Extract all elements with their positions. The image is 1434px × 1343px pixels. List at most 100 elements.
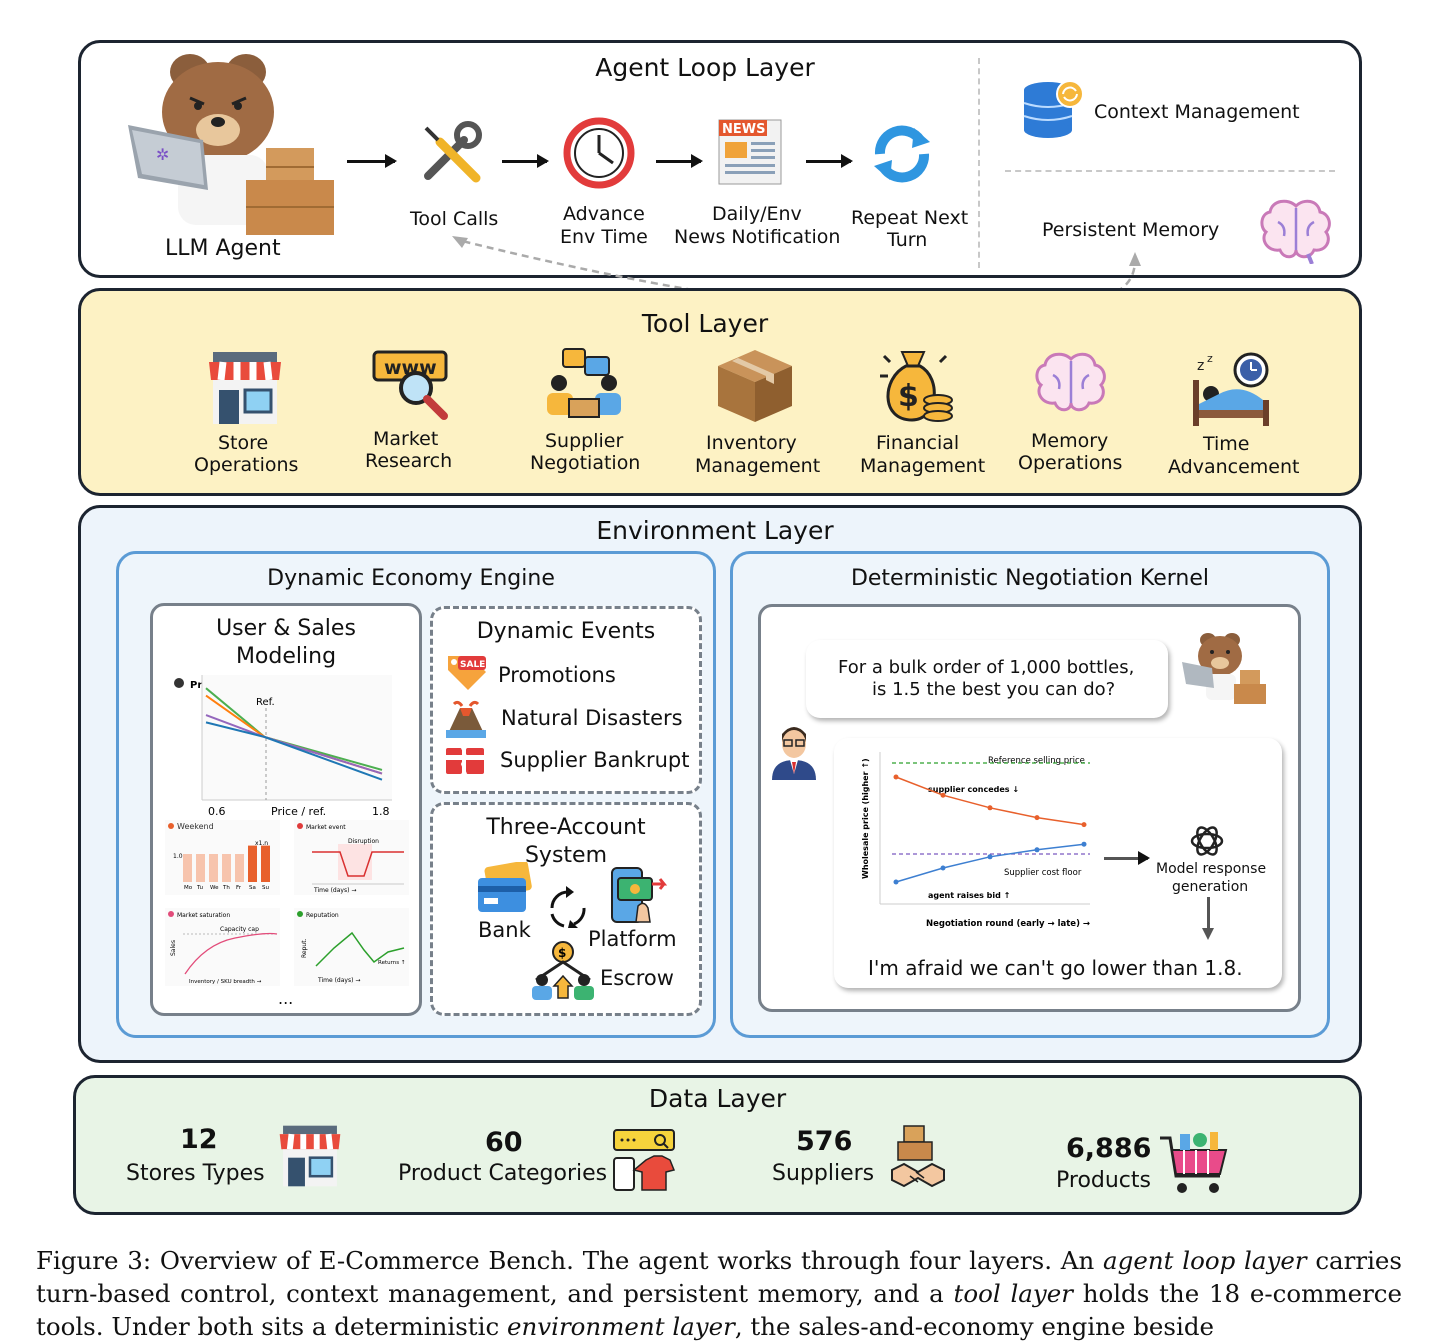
three-account-title1: Three-Account [486,815,646,840]
weekend-bar [222,854,231,882]
account-escrow: Escrow [600,966,674,990]
svg-text:0.6: 0.6 [208,805,226,818]
flow-arrow [347,154,397,168]
svg-text:NEWS: NEWS [722,122,765,137]
openai-logo-icon [1190,826,1224,856]
negotiation-point [940,792,946,798]
market-saturation-chart: Market saturation Capacity cap Sales Inv… [165,908,280,986]
svg-text:1.8: 1.8 [372,805,390,818]
wrench-screwdriver-icon [424,121,482,183]
weekend-day-label: Th [222,885,230,891]
economy-engine-title: Dynamic Economy Engine [267,566,555,591]
bear-agent-icon: ✲ [128,54,334,235]
question-line1: For a bulk order of 1,000 bottles, [838,657,1135,678]
svg-text:Returns ↑: Returns ↑ [378,959,405,966]
vertical-divider [978,58,980,268]
environment-title: Environment Layer [596,516,834,545]
reputation-chart: Reputation Returns ↑ Reput. Time (days) … [294,908,409,986]
weekend-bar [183,854,192,882]
to-model-arrow [1104,851,1150,865]
stat-suppliers-label: Suppliers [772,1161,875,1186]
llm-agent-label: LLM Agent [165,236,281,261]
svg-text:Ref.: Ref. [256,697,275,708]
svg-text:Market event: Market event [306,824,346,831]
stat-stores-num: 12 [180,1124,218,1155]
small-bear-agent-icon [1182,633,1266,704]
svg-text:Market saturation: Market saturation [177,912,230,919]
memory-brain-icon [1035,352,1106,412]
caption-part2: carries turn-based control, context mana… [36,1246,1402,1308]
volcano-icon [446,700,486,738]
event-promotions: Promotions [498,663,616,687]
money-bag-icon: $ [880,351,953,422]
stat-categories-label: Product Categories [398,1161,608,1186]
svg-text:Time (days) →: Time (days) → [317,977,360,984]
negotiation-point [1034,815,1040,821]
user-sales-title1: User & Sales [216,616,356,641]
tool-supplier-l1: Supplier [545,430,624,452]
tool-time-l2: Advancement [1168,456,1300,478]
negotiation-point [893,879,899,885]
weekend-bar [235,854,244,882]
package-box-icon [718,350,792,422]
negotiation-point [987,854,993,860]
horizontal-divider [1005,170,1335,172]
svg-text:Sales: Sales [170,940,177,956]
platform-phone-icon [611,867,668,923]
svg-text:Weekend: Weekend [177,822,214,831]
svg-text:supplier concedes ↓: supplier concedes ↓ [928,785,1019,794]
svg-text:$: $ [558,946,566,960]
svg-text:Supplier cost floor: Supplier cost floor [1004,868,1082,878]
svg-text:✲: ✲ [156,145,169,164]
caption-part1: Figure 3: Overview of E-Commerce Bench. … [36,1246,1104,1275]
store-icon [209,352,281,424]
tool-inventory-l2: Management [695,455,821,477]
negotiation-point [1034,847,1040,853]
database-sync-icon [1023,80,1084,138]
stat-stores-label: Stores Types [126,1161,265,1186]
caption-italic2: tool layer [953,1279,1073,1308]
ellipsis: ... [278,989,294,1008]
account-platform: Platform [588,927,677,951]
negotiation-point [1081,822,1087,828]
sleep-bed-icon: z z [1193,352,1269,426]
www-search-icon: www [372,350,448,420]
down-arrow [1207,897,1210,929]
three-account-title2: System [524,843,608,868]
step-news-notification: News Notification [674,226,841,248]
context-management-label: Context Management [1094,101,1300,123]
tool-supplier-l2: Negotiation [530,452,641,474]
caption-italic1: agent loop layer [1103,1246,1307,1275]
negotiation-chart-card [834,738,1282,988]
step-daily-env: Daily/Env [712,203,802,225]
demand-curve-chart: Price Ref. 0.6 Price / ref. 1.8 [174,675,392,818]
svg-text:Price / ref.: Price / ref. [271,805,326,818]
stat-products-label: Products [1056,1168,1151,1193]
step-turn: Turn [887,229,928,251]
stat-suppliers-num: 576 [796,1126,853,1157]
model-response-line2: generation [1172,879,1249,895]
negotiation-chart: Wholesale price (higher ↑) Reference sel… [861,752,1090,929]
svg-text:Inventory / SKU breadth →: Inventory / SKU breadth → [189,979,262,985]
flow-arrow [502,154,549,168]
step-advance: Advance [563,203,645,225]
flow-arrow [656,154,703,168]
negotiation-point [987,805,993,811]
question-bubble: For a bulk order of 1,000 bottles, is 1.… [806,640,1168,718]
brain-icon [1260,199,1331,264]
account-bank: Bank [478,918,531,942]
caption-italic3: environment layer [506,1312,735,1341]
weekend-day-label: Sa [249,885,256,891]
stat-categories-num: 60 [485,1127,523,1158]
svg-text:z: z [1207,352,1213,365]
handshake-boxes-icon [891,1125,945,1188]
tool-store-l1: Store [218,432,269,454]
event-supplier-bankrupt: Supplier Bankrupt [500,748,690,772]
event-natural-disasters: Natural Disasters [501,706,683,730]
svg-text:SALE: SALE [460,660,485,670]
bank-card-icon [478,862,532,912]
weekend-bar [209,854,218,882]
svg-text:agent raises bid ↑: agent raises bid ↑ [928,891,1010,900]
tool-time-l1: Time [1203,433,1250,455]
